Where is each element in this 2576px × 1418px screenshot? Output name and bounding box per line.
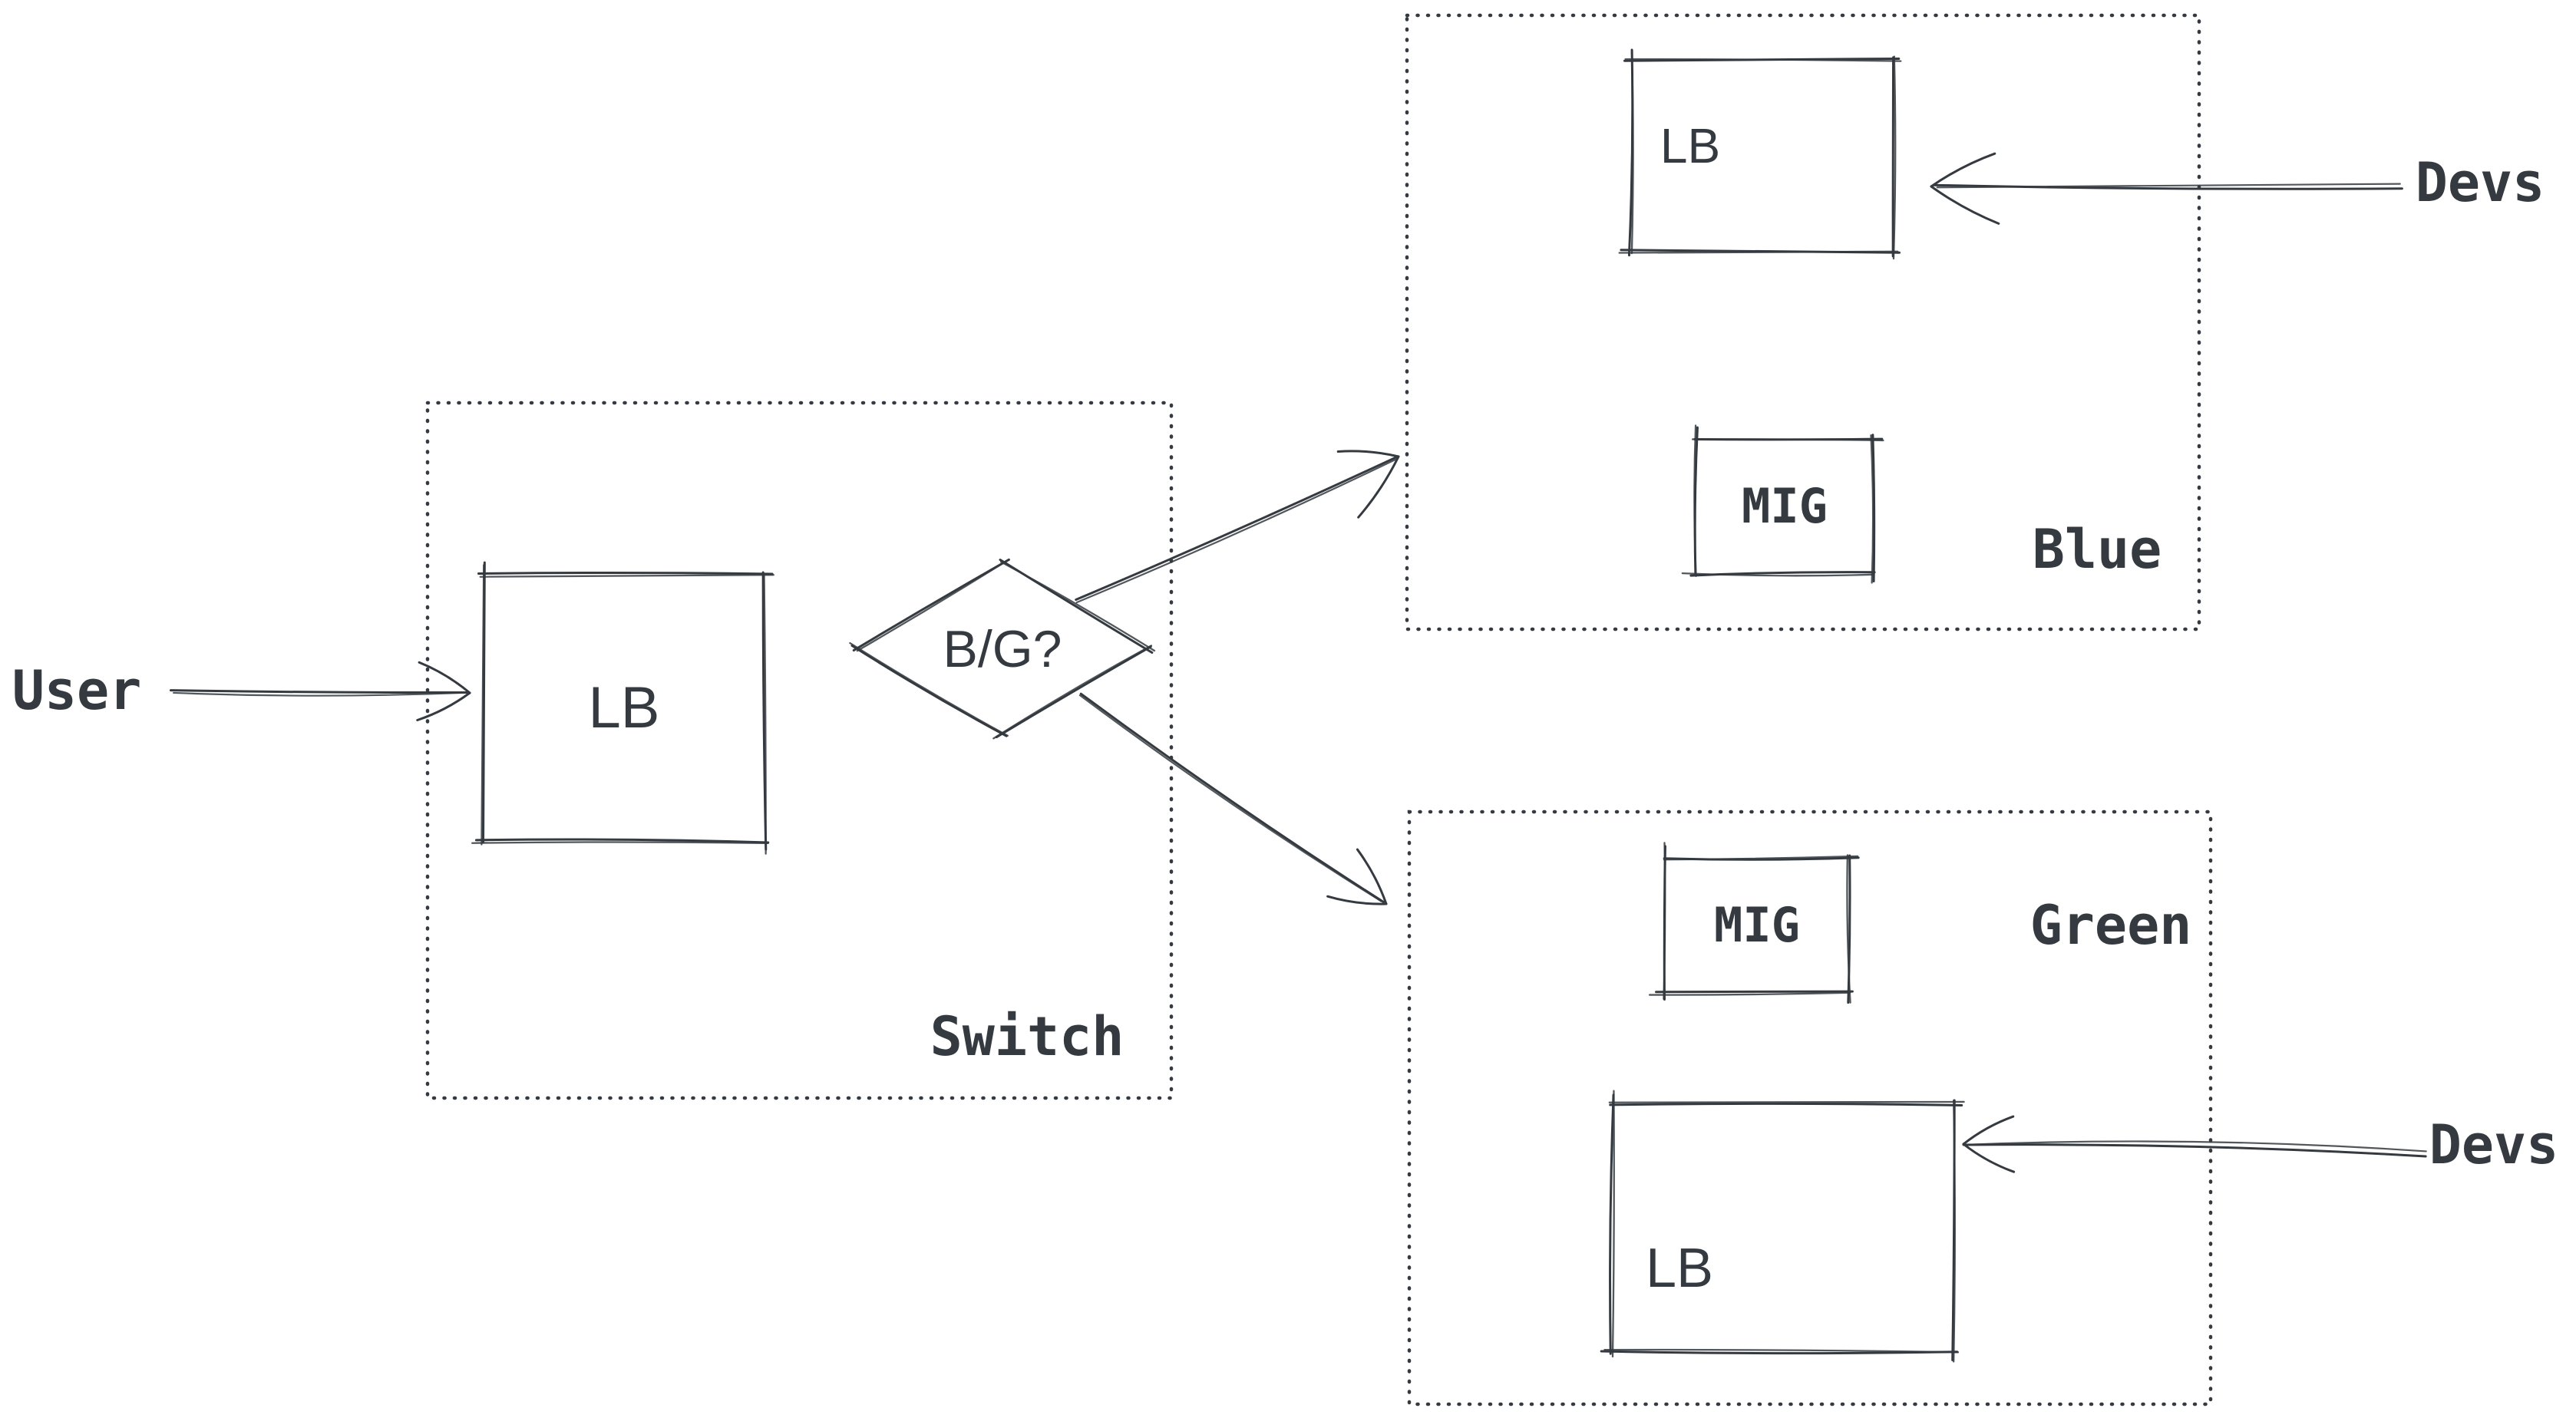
blue-mig-label: MIG bbox=[1742, 478, 1828, 534]
blue-lb-box bbox=[1618, 48, 1902, 260]
decision-label: B/G? bbox=[943, 620, 1062, 678]
switch-lb-box bbox=[471, 561, 774, 855]
blue-mig-box bbox=[1681, 424, 1884, 584]
green-label: Green bbox=[2029, 894, 2192, 957]
devs-bottom-label: Devs bbox=[2429, 1113, 2559, 1176]
green-lb-box bbox=[1600, 1090, 1965, 1363]
devs-to-blue-lb-arrow bbox=[1930, 152, 2403, 225]
decision-diamond bbox=[849, 558, 1156, 740]
user-label: User bbox=[12, 659, 142, 722]
switch-lb-label: LB bbox=[588, 675, 660, 740]
decision-to-green-arrow bbox=[1078, 692, 1388, 905]
green-mig-box bbox=[1648, 842, 1860, 1004]
green-mig-label: MIG bbox=[1714, 897, 1800, 953]
switch-container bbox=[425, 401, 1174, 1100]
blue-lb-label: LB bbox=[1660, 118, 1721, 173]
green-container bbox=[1407, 810, 2213, 1406]
devs-to-green-lb-arrow bbox=[1962, 1115, 2427, 1173]
user-to-lb-arrow bbox=[169, 661, 471, 721]
blue-container bbox=[1405, 13, 2201, 632]
switch-label: Switch bbox=[930, 1005, 1125, 1068]
devs-top-label: Devs bbox=[2415, 151, 2545, 214]
green-lb-label: LB bbox=[1645, 1238, 1714, 1299]
decision-to-blue-arrow bbox=[1075, 450, 1400, 604]
blue-label: Blue bbox=[2032, 518, 2162, 581]
